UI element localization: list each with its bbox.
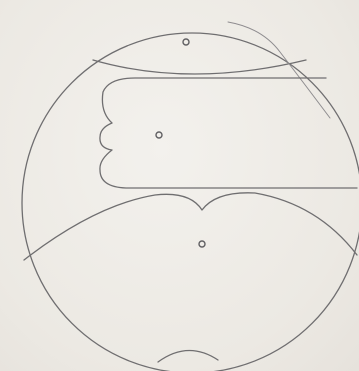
top-right-tab-edge	[228, 22, 330, 118]
bottom-region-point	[199, 241, 205, 247]
bottom-lens-boundary	[24, 193, 357, 260]
middle-tab-outline	[100, 78, 357, 188]
middle-region-point	[156, 132, 162, 138]
bottom-small-cap	[158, 350, 218, 362]
outer-circle	[22, 33, 359, 371]
top-cap-chord	[93, 60, 306, 74]
top-region-point	[183, 39, 189, 45]
